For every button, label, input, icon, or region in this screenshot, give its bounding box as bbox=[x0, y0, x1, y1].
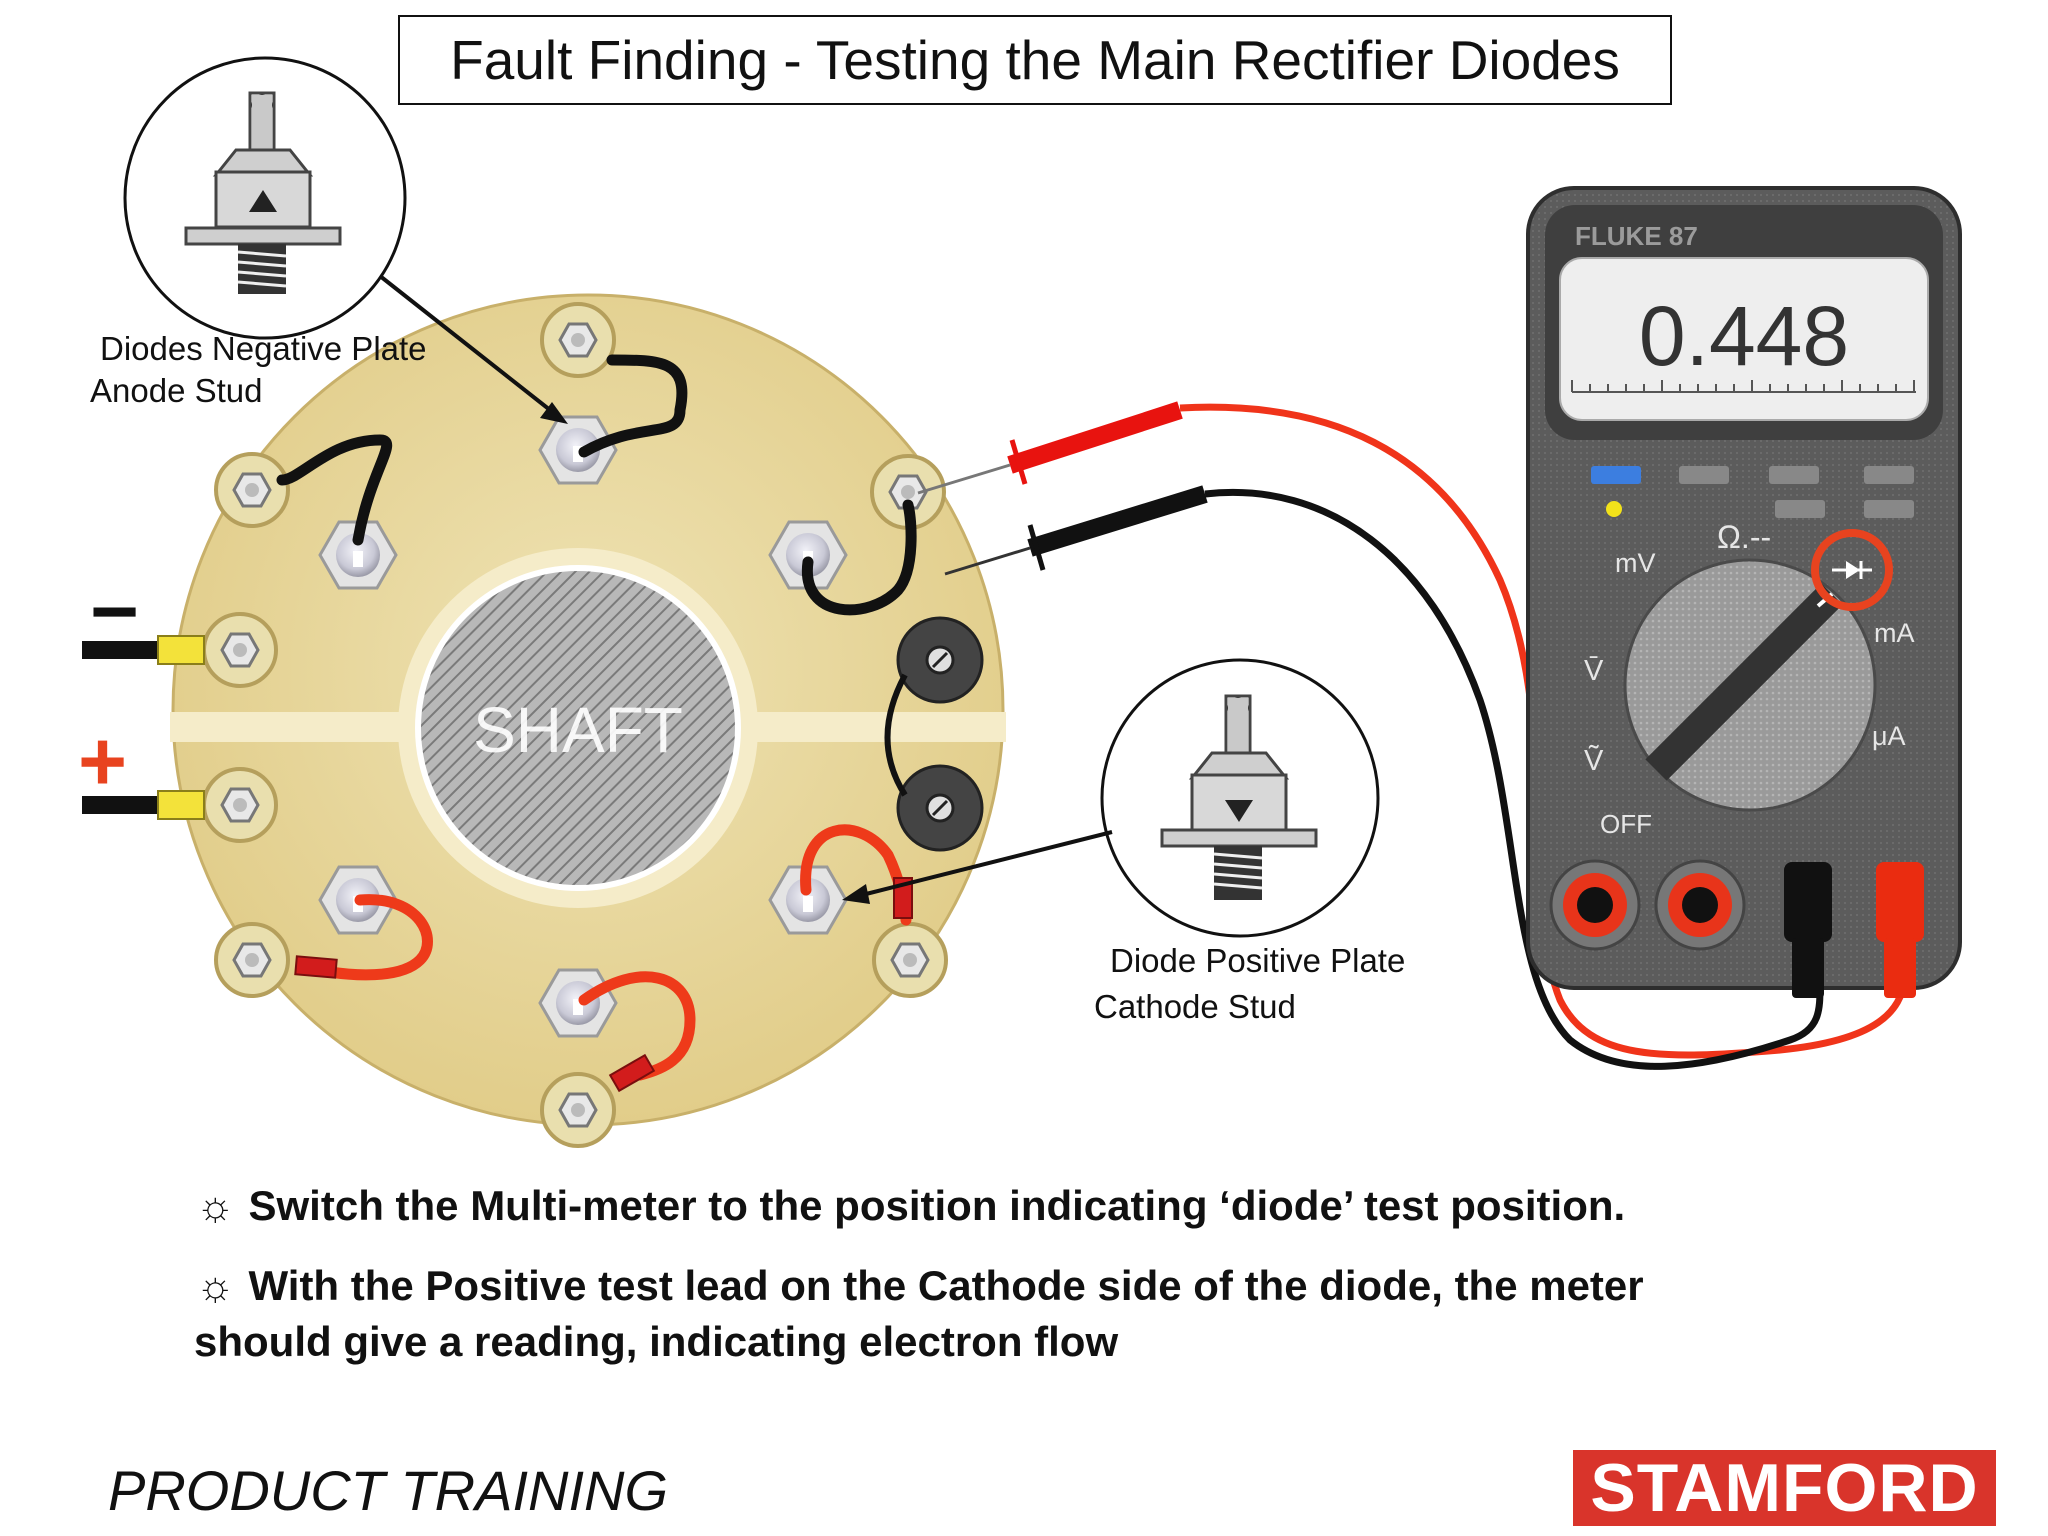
instruction-text-1: Switch the Multi-meter to the position i… bbox=[248, 1182, 1626, 1229]
lug-top bbox=[540, 302, 616, 378]
sun-bullet-icon: ☼ bbox=[196, 1262, 235, 1309]
sun-bullet-icon: ☼ bbox=[196, 1182, 235, 1229]
bar-graph-scale bbox=[1571, 380, 1916, 393]
brand-label: FLUKE 87 bbox=[1575, 221, 1698, 251]
terminal-lugs bbox=[202, 302, 948, 1148]
red-probe-tip bbox=[917, 463, 1011, 495]
positive-symbol: + bbox=[78, 714, 127, 808]
dial-label-v-ac: Ṽ bbox=[1584, 743, 1604, 777]
function-button-3[interactable] bbox=[1864, 466, 1914, 484]
lcd-reading: 0.448 bbox=[1639, 289, 1849, 383]
instruction-bullet-1: ☼ Switch the Multi-meter to the position … bbox=[196, 1178, 1625, 1234]
dial-label-mv: mV bbox=[1615, 548, 1656, 578]
lug-negative bbox=[202, 612, 278, 688]
multimeter: FLUKE 87 0.448 mV Ω.-- mA μA V̄ bbox=[1526, 186, 1962, 998]
cathode-stud-label: Cathode Stud bbox=[1094, 988, 1296, 1025]
instruction-bullet-2-cont: should give a reading, indicating electr… bbox=[194, 1314, 1118, 1370]
output-leads: − + bbox=[78, 564, 205, 820]
black-probe-tip bbox=[944, 546, 1031, 576]
instruction-text-2-line1: With the Positive test lead on the Catho… bbox=[248, 1262, 1644, 1309]
black-plug bbox=[1784, 862, 1832, 998]
slide-title: Fault Finding - Testing the Main Rectifi… bbox=[398, 15, 1672, 105]
function-button-1[interactable] bbox=[1679, 466, 1729, 484]
instruction-text-2-line2: should give a reading, indicating electr… bbox=[194, 1318, 1119, 1365]
red-plug bbox=[1876, 862, 1924, 998]
black-link-wires bbox=[276, 354, 917, 616]
blue-button[interactable] bbox=[1591, 466, 1641, 484]
black-probe-handle bbox=[1027, 485, 1208, 557]
diode-position-highlight bbox=[1811, 529, 1893, 611]
dial-label-ohm: Ω.-- bbox=[1717, 519, 1771, 555]
diode-symbol-icon bbox=[1832, 561, 1872, 579]
anode-stud-callout bbox=[123, 56, 568, 424]
lug-left-bottom bbox=[214, 922, 290, 998]
lug-left-top bbox=[214, 452, 290, 528]
shaft-disc bbox=[415, 565, 741, 891]
dial-label-ua: μA bbox=[1872, 721, 1906, 751]
lug-bottom bbox=[540, 1072, 616, 1148]
anode-diode-symbol bbox=[249, 190, 277, 212]
dial-pointer bbox=[1645, 583, 1843, 781]
cathode-stud-callout bbox=[842, 658, 1380, 938]
lug-right-bottom bbox=[872, 922, 948, 998]
cathode-diode-symbol bbox=[1225, 800, 1253, 822]
function-button-5[interactable] bbox=[1864, 500, 1914, 518]
indicator-dot bbox=[1606, 501, 1622, 517]
lcd-screen bbox=[1559, 257, 1929, 421]
varistors bbox=[884, 616, 984, 852]
negative-symbol: − bbox=[90, 564, 139, 658]
positive-plate-label: Diode Positive Plate bbox=[1110, 942, 1406, 979]
function-button-2[interactable] bbox=[1769, 466, 1819, 484]
input-jack-2[interactable] bbox=[1654, 859, 1746, 951]
footer-product-training: PRODUCT TRAINING bbox=[108, 1459, 668, 1522]
lug-positive bbox=[202, 767, 278, 843]
diode-stud-top bbox=[538, 415, 618, 485]
dial-label-ma: mA bbox=[1874, 618, 1915, 648]
negative-plate-label: Diodes Negative Plate bbox=[100, 330, 427, 367]
dial-label-v-dc: V̄ bbox=[1584, 655, 1604, 687]
function-button-4[interactable] bbox=[1775, 500, 1825, 518]
dial-label-off: OFF bbox=[1600, 809, 1652, 839]
red-probe-handle bbox=[1007, 401, 1183, 474]
input-jack-1[interactable] bbox=[1549, 859, 1641, 951]
diode-stud-left-top bbox=[318, 520, 398, 590]
diode-studs bbox=[318, 415, 848, 1038]
red-crimps bbox=[294, 877, 913, 1093]
shaft-label: SHAFT bbox=[473, 694, 683, 766]
anode-stud-label: Anode Stud bbox=[90, 372, 263, 409]
instruction-bullet-2: ☼ With the Positive test lead on the Cath… bbox=[196, 1258, 1644, 1314]
stamford-logo: STAMFORD bbox=[1573, 1450, 1996, 1526]
